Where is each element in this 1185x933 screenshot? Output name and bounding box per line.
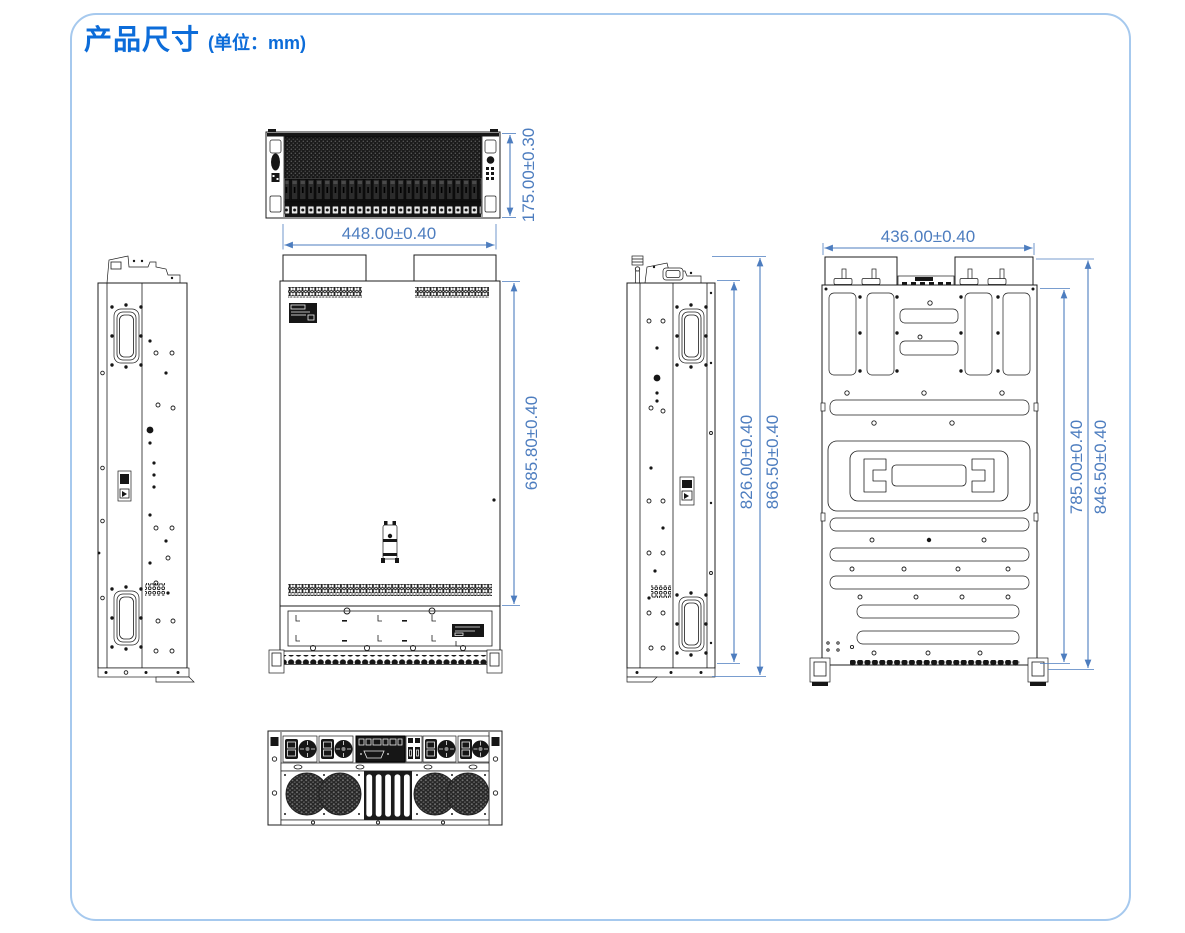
bottom-view bbox=[809, 256, 1049, 686]
side-handle-bottom bbox=[110, 585, 143, 651]
front-mesh-panel bbox=[284, 136, 482, 179]
dimension-lines bbox=[282, 133, 1094, 677]
front-right-ear bbox=[484, 139, 497, 213]
left-side-view bbox=[97, 255, 195, 683]
dim-chassis-height: 685.80±0.40 bbox=[522, 395, 541, 491]
cover-handle bbox=[381, 521, 399, 563]
side-top-bracket bbox=[631, 255, 702, 284]
side-handle-bottom bbox=[675, 591, 708, 657]
rear-fans bbox=[285, 772, 490, 816]
embossed-panel bbox=[827, 440, 1031, 512]
page-title-text: 产品尺寸 bbox=[84, 24, 201, 55]
io-panel bbox=[355, 735, 406, 763]
latch-marks bbox=[295, 615, 436, 642]
psu-modules bbox=[282, 735, 490, 763]
side-vent-patch bbox=[145, 583, 165, 596]
lower-label bbox=[452, 624, 484, 647]
drive-bays bbox=[284, 178, 482, 203]
front-left-ear bbox=[269, 139, 282, 213]
right-side-view bbox=[626, 255, 716, 683]
bottom-teeth-strip bbox=[284, 655, 487, 664]
top-vent-strip-bottom bbox=[288, 584, 492, 596]
side-handle-top bbox=[110, 303, 143, 369]
dim-bottom-overall-height: 846.50±0.40 bbox=[1091, 419, 1110, 515]
dim-side-overall-height: 866.50±0.40 bbox=[763, 414, 782, 510]
page-title: 产品尺寸 (单位：mm) bbox=[84, 18, 306, 58]
side-vent-patch bbox=[651, 585, 671, 598]
front-view bbox=[265, 129, 501, 219]
rear-view bbox=[267, 730, 503, 826]
top-view bbox=[268, 254, 503, 674]
bottom-teeth-strip bbox=[850, 660, 1020, 668]
dim-bottom-width: 436.00±0.40 bbox=[880, 227, 976, 246]
dim-side-body-height: 826.00±0.40 bbox=[737, 414, 756, 510]
dim-front-width: 448.00±0.40 bbox=[341, 224, 437, 243]
rear-ports bbox=[405, 735, 423, 763]
dim-bottom-body-height: 785.00±0.40 bbox=[1067, 419, 1086, 515]
drive-latches bbox=[284, 201, 482, 215]
product-label bbox=[289, 303, 317, 323]
expansion-slots bbox=[364, 771, 412, 820]
top-vent-strip-left bbox=[288, 287, 362, 298]
dim-front-height: 175.00±0.30 bbox=[519, 127, 538, 223]
side-handle-top bbox=[675, 303, 708, 369]
page-title-unit: (单位：mm) bbox=[208, 33, 307, 53]
top-vent-strip-right bbox=[415, 287, 489, 298]
